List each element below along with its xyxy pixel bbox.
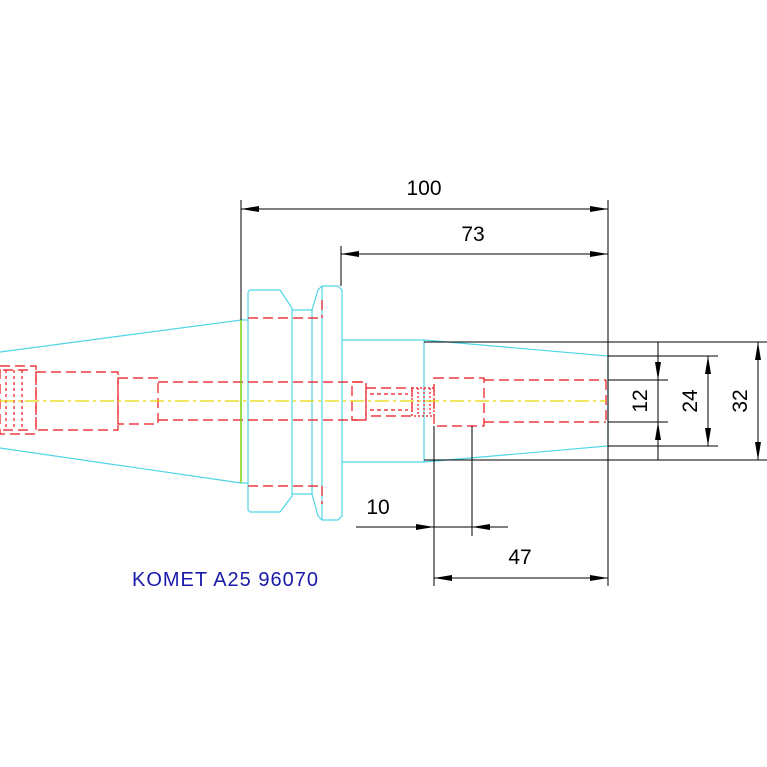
dimension-47: 47 [508, 546, 531, 569]
hidden-lines [0, 300, 607, 504]
tool-outline [0, 285, 609, 521]
dimension-lines [240, 200, 767, 586]
part-label: KOMET A25 96070 [132, 569, 319, 591]
dimension-10: 10 [366, 496, 389, 519]
dimension-100: 100 [406, 177, 441, 200]
dimension-73: 73 [461, 223, 484, 246]
dimension-12: 12 [629, 389, 652, 412]
dimension-24: 24 [679, 389, 702, 413]
centerline [0, 320, 606, 483]
dimension-32: 32 [729, 389, 752, 412]
